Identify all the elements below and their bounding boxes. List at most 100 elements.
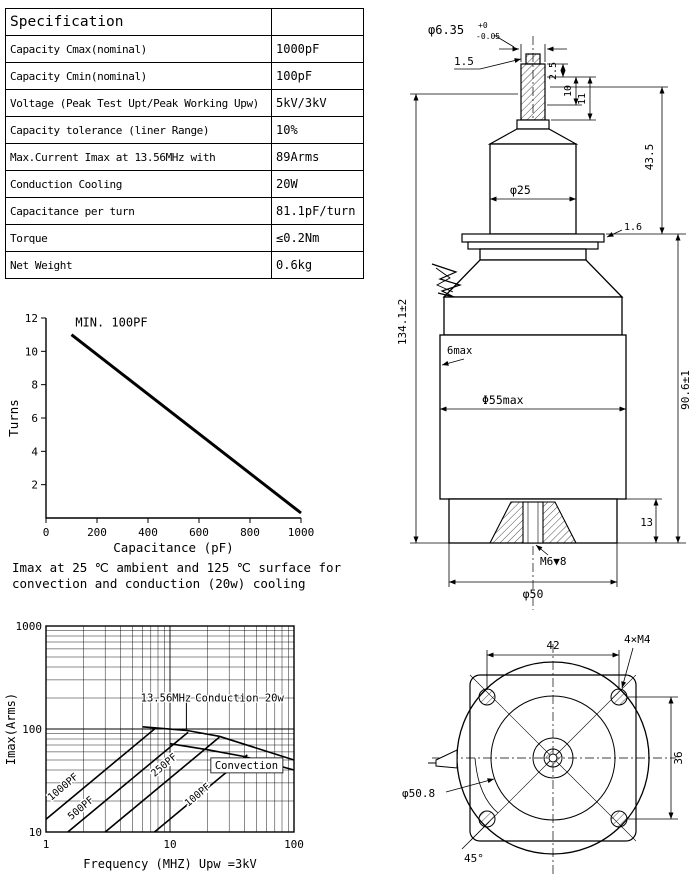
x-tick-label: 1 — [43, 838, 50, 851]
y-tick-label: 100 — [22, 723, 42, 736]
chart-annotation: MIN. 100PF — [75, 315, 147, 329]
dim-1-5 — [454, 58, 522, 70]
label-dia-50: φ50 — [523, 587, 544, 601]
x-tick-label: 600 — [189, 526, 209, 539]
spec-value: 10% — [271, 116, 364, 144]
dim-1-6 — [606, 229, 623, 238]
spec-row: Conduction Cooling 20W — [5, 170, 364, 198]
label-dim-13: 13 — [640, 517, 653, 529]
y-tick-label: 6 — [31, 412, 38, 425]
dim-36 — [627, 696, 678, 820]
dim-4xM4-leader — [621, 647, 634, 689]
annotation-box — [210, 757, 284, 774]
plot-frame — [45, 625, 295, 833]
spec-value: ≤0.2Nm — [271, 224, 364, 252]
spec-value: 20W — [271, 170, 364, 198]
chart-axes — [45, 318, 301, 519]
x-tick-label: 100 — [284, 838, 304, 851]
drive-shaft — [487, 53, 579, 145]
dim-6max — [441, 358, 465, 366]
spec-value: 5kV/3kV — [271, 89, 364, 117]
dim-shaft-diameter — [493, 34, 567, 62]
series-line — [45, 728, 156, 820]
label-dim-11: 11 — [577, 93, 588, 105]
spec-row: Capacity tolerance (liner Range) 10% — [5, 116, 364, 144]
spec-row: Capacitance per turn 81.1pF/turn — [5, 197, 364, 225]
capacitor-side-view: φ6.35 +0 -0.05 1.5 2.5 10 11 43.5 φ25 1.… — [390, 2, 700, 614]
series-line — [67, 731, 189, 833]
spec-value: 81.1pF/turn — [271, 197, 364, 225]
spec-row: Torque ≤0.2Nm — [5, 224, 364, 252]
chart-annotation: 13.56MHz — [141, 692, 192, 704]
label-dim-36: 36 — [672, 751, 685, 764]
y-axis-title: Imax(Arms) — [4, 693, 18, 765]
spec-value: 89Arms — [271, 143, 364, 171]
spec-label: Max.Current Imax at 13.56MHz with — [5, 143, 272, 171]
dim-thread-leader — [535, 544, 549, 556]
chart-annotation: Conduction 20w — [195, 692, 284, 704]
x-tick-label: 0 — [43, 526, 50, 539]
spec-label: Capacity Cmax(nominal) — [5, 35, 272, 63]
spec-row: Capacity Cmin(nominal) 100pF — [5, 62, 364, 90]
spec-table: Specification Capacity Cmax(nominal) 100… — [5, 8, 364, 279]
y-tick-label: 10 — [29, 826, 42, 839]
y-tick-label: 10 — [25, 345, 38, 358]
chart-annotation: Convection — [215, 760, 278, 772]
series-label: 1000PF — [46, 772, 81, 804]
spec-label: Capacitance per turn — [5, 197, 272, 225]
dim-11 — [551, 77, 596, 121]
label-dia-25: φ25 — [510, 183, 531, 197]
chart-caption: Imax at 25 ℃ ambient and 125 ℃ surface f… — [12, 560, 342, 592]
label-dim-1-5: 1.5 — [454, 55, 474, 68]
spec-label: Voltage (Peak Test Upt/Peak Working Upw) — [5, 89, 272, 117]
spec-label: Conduction Cooling — [5, 170, 272, 198]
x-axis-title: Frequency (MHZ) Upw =3kV — [83, 857, 256, 871]
dim-overall-134 — [410, 93, 518, 544]
x-tick-label: 10 — [163, 838, 176, 851]
y-tick-label: 8 — [31, 379, 38, 392]
capacitor-bottom-view: 42 4×M4 36 φ50.8 45° — [390, 616, 700, 884]
dim-42 — [486, 650, 620, 690]
series-line — [142, 726, 295, 761]
label-thread-m6: M6▼8 — [540, 555, 567, 568]
spec-label: Torque — [5, 224, 272, 252]
capacitor-side-view-svg: φ6.35 +0 -0.05 1.5 2.5 10 11 43.5 φ25 1.… — [396, 21, 692, 610]
pinch-off-tip — [431, 263, 462, 298]
label-angle-45: 45° — [464, 852, 484, 865]
dim-43-5 — [550, 86, 686, 235]
spec-label: Net Weight — [5, 251, 272, 279]
y-tick-label: 2 — [31, 479, 38, 492]
x-tick-label: 200 — [87, 526, 107, 539]
dim-45-degrees — [461, 757, 499, 850]
spec-value: 0.6kg — [271, 251, 364, 279]
spec-label: Capacity tolerance (liner Range) — [5, 116, 272, 144]
label-dim-1-6: 1.6 — [624, 222, 642, 233]
series-line — [70, 333, 302, 515]
spec-row: Max.Current Imax at 13.56MHz with 89Arms — [5, 143, 364, 171]
label-shaft-tol-up: +0 — [478, 21, 488, 30]
side-tab — [428, 749, 458, 769]
label-body-length: 90.6±1 — [679, 370, 692, 410]
spec-label: Capacity Cmin(nominal) — [5, 62, 272, 90]
spec-title-empty-cell — [271, 8, 364, 36]
y-tick-label: 1000 — [16, 620, 43, 633]
label-dim-2-5: 2.5 — [548, 62, 559, 80]
spec-row: Capacity Cmax(nominal) 1000pF — [5, 35, 364, 63]
spec-header-row: Specification — [5, 8, 364, 36]
mounting-flange — [461, 233, 605, 250]
x-tick-label: 800 — [240, 526, 260, 539]
square-flange — [469, 674, 637, 842]
capacitor-bottom-view-svg: 42 4×M4 36 φ50.8 45° — [402, 633, 685, 874]
series-label: 100PF — [183, 781, 213, 809]
center-hub — [532, 737, 574, 779]
spec-value: 100pF — [271, 62, 364, 90]
label-shaft-tol-dn: -0.05 — [476, 32, 500, 41]
dim-90-6 — [617, 234, 686, 544]
label-wall-6max: 6max — [447, 345, 472, 357]
spec-row: Voltage (Peak Test Upt/Peak Working Upw)… — [5, 89, 364, 117]
